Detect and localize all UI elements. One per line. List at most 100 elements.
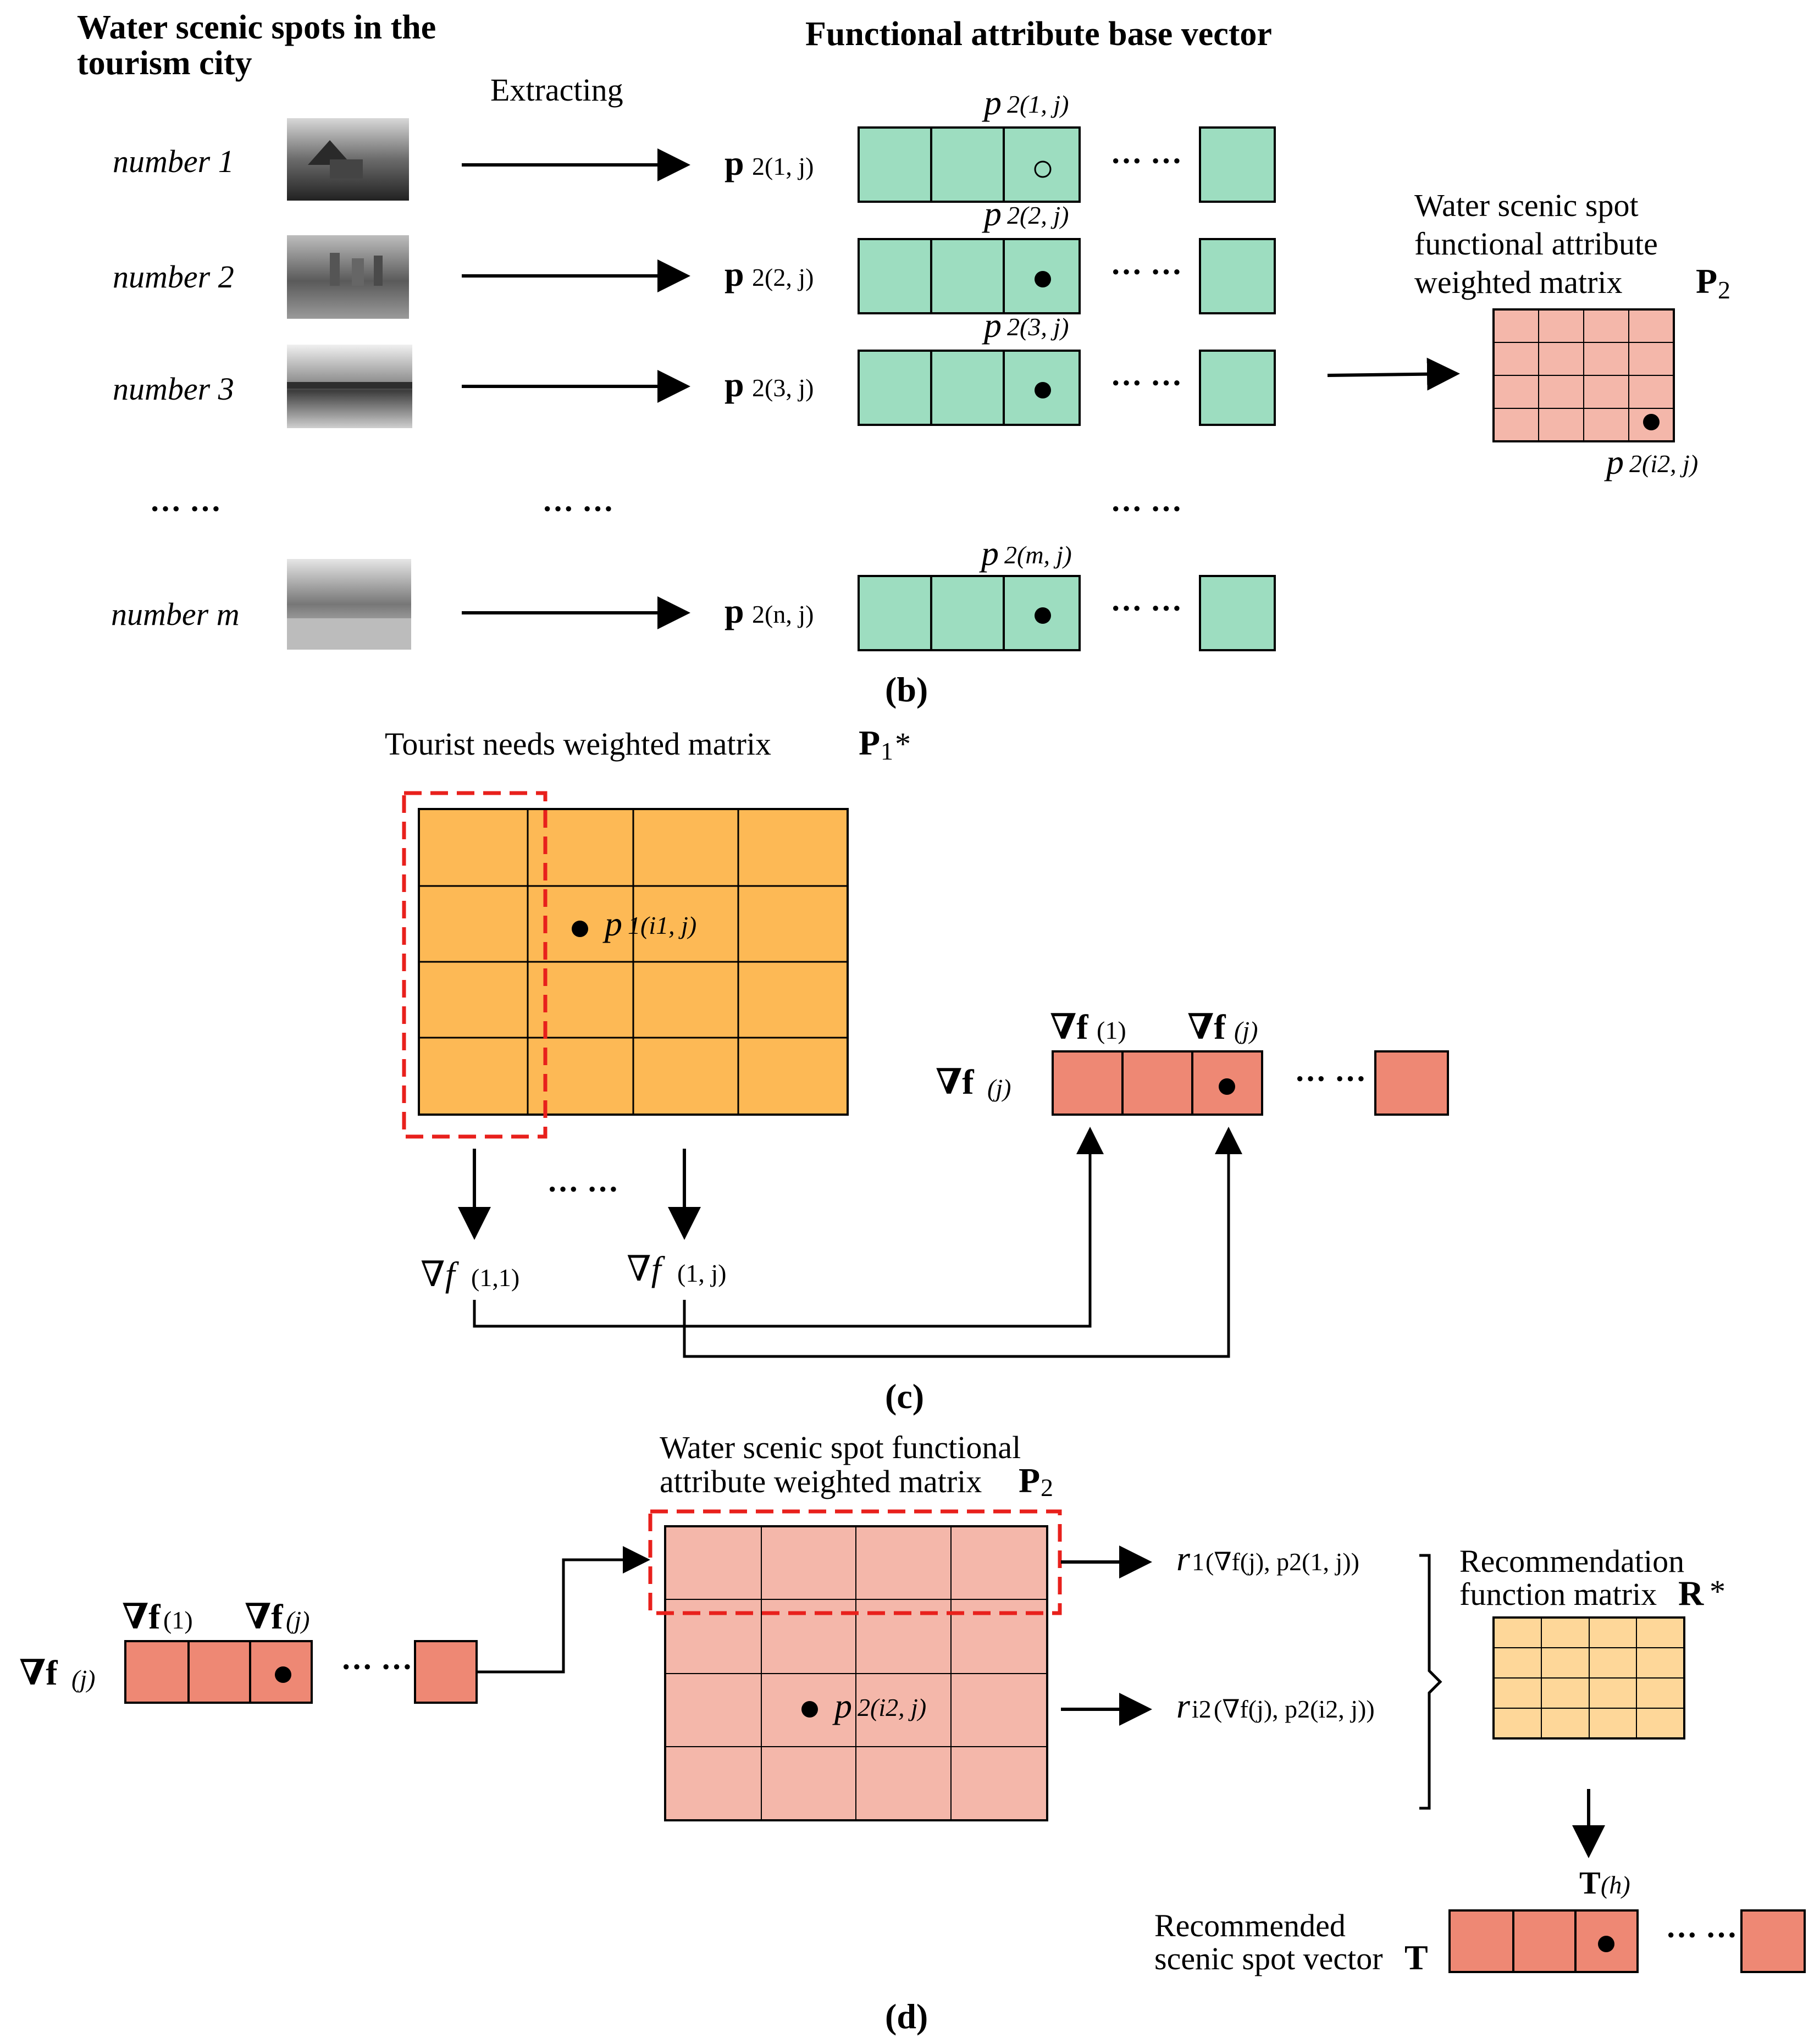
- matrix-symbol-sub: 2: [1041, 1474, 1053, 1502]
- tourist-matrix-symbol-sub: 1: [881, 737, 893, 765]
- ellipsis-grad-d: ··· ···: [341, 1649, 413, 1685]
- grad-cell1-sub: (1): [163, 1606, 193, 1634]
- grad-cell1-label: ∇f: [1050, 1007, 1088, 1046]
- grouping-brace: [1419, 1554, 1442, 1810]
- r1-label: r: [1176, 1539, 1191, 1578]
- ellipsis-t: ··· ···: [1666, 1917, 1738, 1953]
- matrix-symbol: P: [1696, 262, 1717, 301]
- r1-args: (∇f(j), p2(1, j)): [1205, 1548, 1359, 1576]
- cell-label: p: [982, 194, 1002, 233]
- tourist-cell-sub: 1(i1, j): [628, 911, 696, 939]
- cell-sub: 2(1, j): [1007, 90, 1069, 118]
- ri2-label: r: [1176, 1686, 1191, 1725]
- left-heading-line2: tourism city: [77, 45, 252, 82]
- matrix-title-line1: Water scenic spot: [1414, 187, 1639, 223]
- vector-label: p: [725, 143, 744, 182]
- grad-out-1-sub: (1,1): [471, 1264, 519, 1292]
- cell-sub: 2(2, j): [1007, 201, 1069, 229]
- grad-cellj-sub: (j): [1234, 1016, 1258, 1044]
- scenic-row-3: number 3 p 2(3, j) p 2(3, j) ··· ···: [113, 306, 1276, 428]
- grad-cell1-sub: (1): [1097, 1016, 1126, 1044]
- rec-title-line1: Recommendation: [1459, 1543, 1684, 1579]
- scenic-photo-2: [287, 235, 409, 319]
- grad-cellj-label: ∇f: [1187, 1007, 1226, 1046]
- ellipsis: ··· ···: [1110, 590, 1182, 626]
- vector-sub: 2(3, j): [752, 374, 814, 402]
- grad-to-matrix-connector: [477, 1546, 650, 1674]
- tourist-matrix-star: *: [895, 726, 911, 762]
- tourist-cell-label: p: [602, 904, 622, 943]
- matrix-title-line2: attribute weighted matrix: [660, 1464, 982, 1499]
- scenic-photo-1: [287, 118, 409, 201]
- filled-marker: [1035, 607, 1051, 624]
- ellipsis-vectors: ··· ···: [1110, 491, 1182, 527]
- matrix-cell-label: p: [832, 1686, 852, 1725]
- left-heading-line1: Water scenic spots in the: [77, 9, 436, 46]
- filled-marker: [1035, 382, 1051, 398]
- ellipsis-down: ··· ···: [547, 1171, 619, 1207]
- vector-label: p: [725, 591, 744, 630]
- grad-cellj-sub: (j): [286, 1606, 309, 1634]
- r1-sub: 1: [1192, 1548, 1204, 1576]
- caption-b: (b): [885, 670, 928, 709]
- scenic-attribute-matrix: [664, 1525, 1048, 1821]
- recommendation-matrix: [1492, 1616, 1685, 1740]
- ellipsis: ··· ···: [1110, 365, 1182, 401]
- vector-sub: 2(n, j): [752, 600, 814, 628]
- grad-vector-label: ∇f: [936, 1062, 974, 1101]
- grad-out-j-label: ∇f: [627, 1249, 666, 1288]
- ellipsis-numbers: ··· ···: [150, 491, 222, 527]
- t-title-line2: scenic spot vector: [1154, 1941, 1383, 1976]
- tourist-needs-matrix: [418, 808, 849, 1116]
- t-title-line1: Recommended: [1154, 1908, 1346, 1943]
- scenic-row-1: number 1 p 2(1, j) p 2(1, j) ··· ···: [113, 83, 1276, 203]
- number-label: number 3: [113, 371, 234, 407]
- extracting-label: Extracting: [490, 72, 623, 108]
- ellipsis-grad: ··· ···: [1295, 1061, 1367, 1096]
- tourist-matrix-title: Tourist needs weighted matrix: [385, 726, 771, 762]
- vector-label: p: [725, 254, 744, 293]
- t-symbol: T: [1404, 1938, 1428, 1977]
- open-marker: [1034, 160, 1052, 178]
- t-cell-label: T: [1579, 1865, 1601, 1901]
- connector-1: [473, 1127, 1104, 1328]
- rec-symbol: R: [1678, 1574, 1704, 1613]
- recommended-vector: [1448, 1909, 1806, 1973]
- scenic-row-2: number 2 p 2(2, j) p 2(2, j) ··· ···: [113, 194, 1276, 319]
- filled-marker: [1035, 271, 1051, 287]
- connector-j: [683, 1127, 1242, 1358]
- matrix-symbol-sub: 2: [1718, 276, 1730, 304]
- to-matrix-arrow: [1327, 357, 1460, 391]
- panel-c: Tourist needs weighted matrix P 1 * p 1(…: [385, 723, 1449, 1416]
- cell-label: p: [982, 83, 1002, 122]
- ellipsis-arrows: ··· ···: [542, 491, 614, 527]
- gradient-vector: [1052, 1050, 1449, 1116]
- number-label: number m: [111, 596, 240, 632]
- grad-cellj-label: ∇f: [245, 1597, 283, 1636]
- grad-out-j-sub: (1, j): [677, 1259, 726, 1287]
- panel-b: Water scenic spots in the tourism city E…: [77, 9, 1730, 709]
- cell-label: p: [982, 306, 1002, 345]
- scenic-photo-3: [287, 345, 412, 428]
- number-label: number 1: [113, 143, 234, 179]
- vector-sub: 2(1, j): [752, 152, 814, 180]
- cell-sub: 2(3, j): [1007, 313, 1069, 341]
- matrix-cell-label: p: [1604, 442, 1624, 481]
- ri2-sub: i2: [1192, 1695, 1212, 1723]
- matrix-symbol: P: [1019, 1461, 1040, 1500]
- number-label: number 2: [113, 259, 234, 295]
- scenic-photo-m: [287, 559, 411, 650]
- column-selection-box: [402, 791, 547, 1139]
- tourist-matrix-symbol: P: [859, 723, 880, 762]
- functional-attribute-matrix: [1492, 308, 1675, 442]
- t-cell-sub: (h): [1601, 1871, 1630, 1899]
- grad-vector-sub: (j): [987, 1074, 1011, 1102]
- row-selection-box: [648, 1509, 1062, 1615]
- grad-out-1-label: ∇f: [421, 1255, 460, 1294]
- vector-label: p: [725, 365, 744, 404]
- matrix-title-line3: weighted matrix: [1414, 264, 1623, 300]
- scenic-row-m: number m p 2(n, j) p 2(m, j) ··· ···: [111, 534, 1276, 651]
- gradient-vector-d: [124, 1640, 478, 1704]
- grad-cell1-label: ∇f: [122, 1597, 161, 1636]
